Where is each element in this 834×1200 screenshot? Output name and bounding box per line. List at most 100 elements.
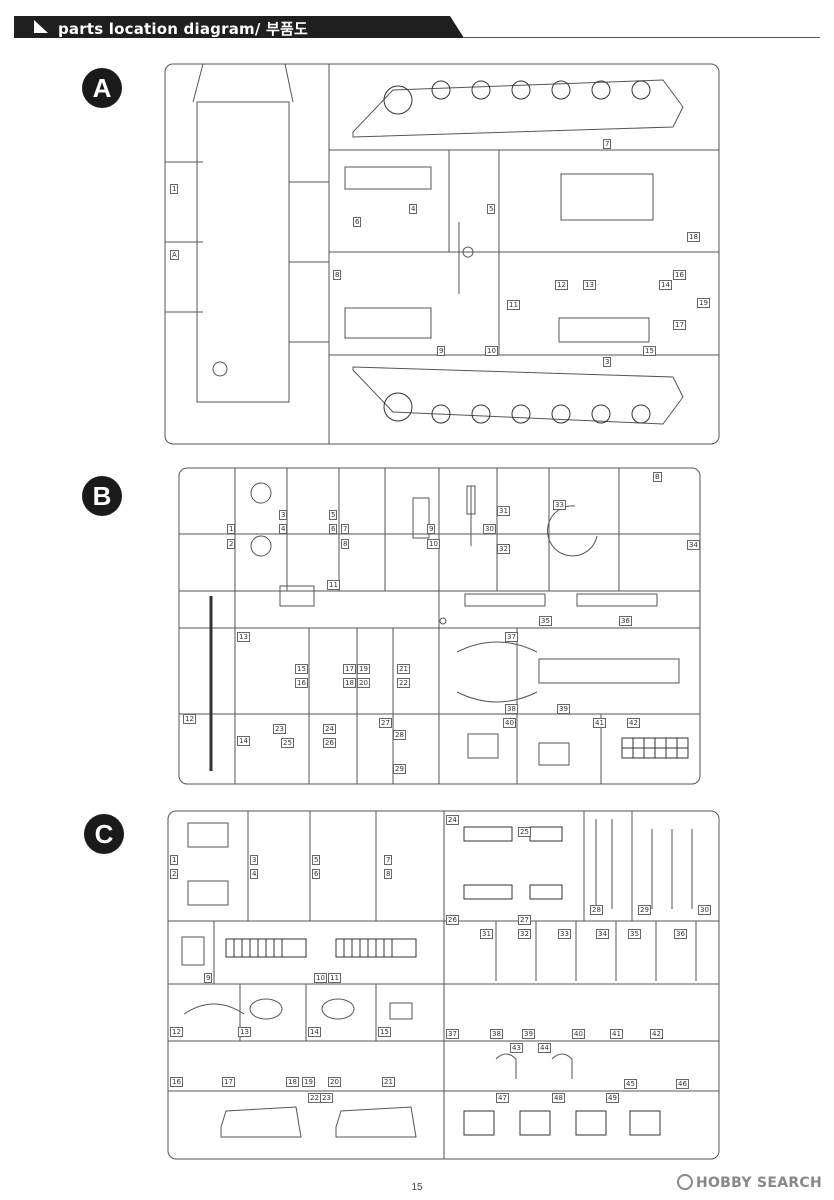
part-number: 39 bbox=[557, 704, 570, 714]
part-number: 26 bbox=[323, 738, 336, 748]
part-number: 48 bbox=[552, 1093, 565, 1103]
part-number: 10 bbox=[485, 346, 498, 356]
part-number: 30 bbox=[698, 905, 711, 915]
part-number: 28 bbox=[590, 905, 603, 915]
part-number: 31 bbox=[497, 506, 510, 516]
part-number: 13 bbox=[583, 280, 596, 290]
part-number: 16 bbox=[673, 270, 686, 280]
part-number: 37 bbox=[505, 632, 518, 642]
part-number: 15 bbox=[378, 1027, 391, 1037]
part-number: 24 bbox=[323, 724, 336, 734]
part-number: 6 bbox=[312, 869, 321, 879]
triangle-icon bbox=[34, 20, 48, 33]
section-header: parts location diagram/ 부품도 bbox=[14, 16, 464, 38]
part-number: 32 bbox=[497, 544, 510, 554]
logo-ring-icon bbox=[676, 1174, 693, 1190]
part-number: 4 bbox=[409, 204, 418, 214]
part-number: 24 bbox=[446, 815, 459, 825]
part-number: 7 bbox=[603, 139, 612, 149]
part-number: 34 bbox=[596, 929, 609, 939]
part-number: 22 bbox=[308, 1093, 321, 1103]
part-number: 26 bbox=[446, 915, 459, 925]
part-number: 11 bbox=[507, 300, 520, 310]
part-number: 44 bbox=[538, 1043, 551, 1053]
part-number: 20 bbox=[357, 678, 370, 688]
part-number: 49 bbox=[606, 1093, 619, 1103]
part-number: 34 bbox=[687, 540, 700, 550]
part-number: 4 bbox=[250, 869, 259, 879]
part-number: 18 bbox=[343, 678, 356, 688]
part-number: 46 bbox=[676, 1079, 689, 1089]
sprue-label-c: C bbox=[84, 814, 124, 854]
sprue-b: 1 2 3 4 5 6 7 8 9 10 11 12 13 14 15 16 1… bbox=[177, 466, 702, 786]
part-number: 4 bbox=[279, 524, 288, 534]
part-number: 10 bbox=[427, 539, 440, 549]
part-number: 8 bbox=[333, 270, 342, 280]
part-number: 9 bbox=[437, 346, 446, 356]
part-number: 40 bbox=[503, 718, 516, 728]
part-number: 21 bbox=[382, 1077, 395, 1087]
part-number: 35 bbox=[539, 616, 552, 626]
part-number: 29 bbox=[638, 905, 651, 915]
part-number: 38 bbox=[490, 1029, 503, 1039]
part-number: 19 bbox=[697, 298, 710, 308]
sprue-a-drawing bbox=[164, 63, 720, 445]
page-title: parts location diagram/ 부품도 bbox=[58, 20, 308, 38]
part-number: 33 bbox=[553, 500, 566, 510]
part-number: 11 bbox=[328, 973, 341, 983]
part-number: 14 bbox=[308, 1027, 321, 1037]
part-number: 9 bbox=[427, 524, 436, 534]
part-number: 27 bbox=[379, 718, 392, 728]
sprue-b-drawing bbox=[178, 467, 701, 785]
header-banner bbox=[14, 16, 464, 38]
part-number: 38 bbox=[505, 704, 518, 714]
part-number: 35 bbox=[628, 929, 641, 939]
part-number: 32 bbox=[518, 929, 531, 939]
watermark-text: HOBBY SEARCH bbox=[695, 1175, 822, 1191]
sprue-label-b: B bbox=[82, 476, 122, 516]
part-number: 18 bbox=[687, 232, 700, 242]
part-number: 21 bbox=[397, 664, 410, 674]
part-number: 12 bbox=[170, 1027, 183, 1037]
part-number: 27 bbox=[518, 915, 531, 925]
part-number: 5 bbox=[487, 204, 496, 214]
part-number: 7 bbox=[384, 855, 393, 865]
part-number: 9 bbox=[204, 973, 213, 983]
part-number: 10 bbox=[314, 973, 327, 983]
part-number: A bbox=[170, 250, 179, 260]
part-number: 19 bbox=[302, 1077, 315, 1087]
part-number: 23 bbox=[273, 724, 286, 734]
part-number: 19 bbox=[357, 664, 370, 674]
part-number: 20 bbox=[328, 1077, 341, 1087]
part-number: 22 bbox=[397, 678, 410, 688]
part-number: 15 bbox=[643, 346, 656, 356]
part-number: 17 bbox=[222, 1077, 235, 1087]
part-number: 41 bbox=[610, 1029, 623, 1039]
part-number: 36 bbox=[619, 616, 632, 626]
part-number: 42 bbox=[650, 1029, 663, 1039]
part-number: 39 bbox=[522, 1029, 535, 1039]
part-number: 12 bbox=[555, 280, 568, 290]
part-number: 5 bbox=[329, 510, 338, 520]
part-number: 17 bbox=[673, 320, 686, 330]
part-number: 1 bbox=[170, 184, 179, 194]
part-number: 3 bbox=[250, 855, 259, 865]
sprue-c-drawing bbox=[167, 810, 720, 1160]
part-number: 18 bbox=[286, 1077, 299, 1087]
part-number: 14 bbox=[237, 736, 250, 746]
part-number: 13 bbox=[238, 1027, 251, 1037]
part-number: 30 bbox=[483, 524, 496, 534]
part-number: B bbox=[653, 472, 662, 482]
part-number: 2 bbox=[170, 869, 179, 879]
header-rule bbox=[464, 37, 820, 38]
part-number: 5 bbox=[312, 855, 321, 865]
part-number: 40 bbox=[572, 1029, 585, 1039]
sprue-a: 1 A 4 5 6 7 8 9 10 11 12 13 14 15 16 17 … bbox=[163, 62, 721, 446]
part-number: 17 bbox=[343, 664, 356, 674]
part-number: 28 bbox=[393, 730, 406, 740]
part-number: 16 bbox=[295, 678, 308, 688]
sprue-label-a: A bbox=[82, 68, 122, 108]
part-number: 29 bbox=[393, 764, 406, 774]
part-number: 45 bbox=[624, 1079, 637, 1089]
part-number: 37 bbox=[446, 1029, 459, 1039]
